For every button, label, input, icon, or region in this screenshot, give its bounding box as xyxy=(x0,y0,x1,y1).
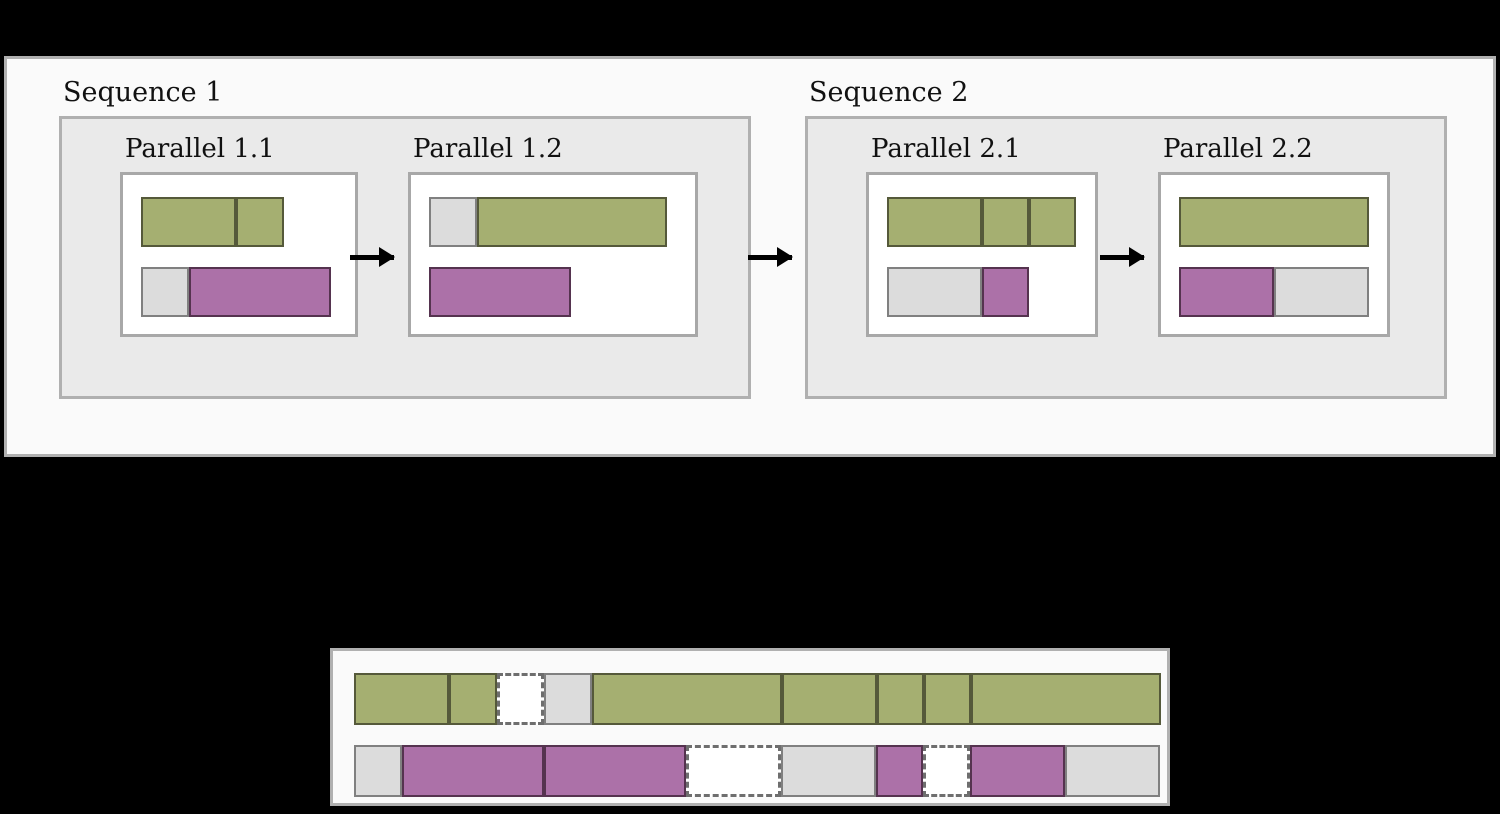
bar-segment[interactable] xyxy=(1274,267,1369,317)
timeline-segment[interactable] xyxy=(924,673,971,725)
parallel-2-2-label: Parallel 2.2 xyxy=(1163,134,1313,164)
arrow-parallel-1-1-to-1-2 xyxy=(350,247,395,267)
bar-segment[interactable] xyxy=(477,197,667,247)
timeline-segment[interactable] xyxy=(402,745,544,797)
sequence-1-box[interactable]: Parallel 1.1 Parallel 1.2 xyxy=(59,116,751,399)
timeline-segment[interactable] xyxy=(1065,745,1160,797)
bar-segment[interactable] xyxy=(982,197,1029,247)
parallel-2-2-green-row xyxy=(1179,197,1369,247)
bar-segment[interactable] xyxy=(236,197,284,247)
timeline-segment[interactable] xyxy=(544,673,592,725)
arrow-parallel-2-1-to-2-2 xyxy=(1100,247,1145,267)
bar-segment[interactable] xyxy=(189,267,331,317)
bar-segment[interactable] xyxy=(887,197,982,247)
timeline-segment[interactable] xyxy=(354,745,402,797)
parallel-1-2-label: Parallel 1.2 xyxy=(413,134,563,164)
bar-segment[interactable] xyxy=(1179,267,1274,317)
bar-segment[interactable] xyxy=(429,197,477,247)
timeline-segment[interactable] xyxy=(354,673,449,725)
parallel-1-1-label: Parallel 1.1 xyxy=(125,134,275,164)
timeline-segment[interactable] xyxy=(449,673,497,725)
timeline-gap-segment[interactable] xyxy=(923,745,970,797)
timeline-segment[interactable] xyxy=(970,745,1065,797)
parallel-group-1-2: Parallel 1.2 xyxy=(408,136,698,351)
parallel-2-1-purple-row xyxy=(887,267,1029,317)
parallel-group-1-1: Parallel 1.1 xyxy=(120,136,358,351)
parallel-1-2-purple-row xyxy=(429,267,571,317)
parallel-1-1-box[interactable] xyxy=(120,172,358,337)
timeline-segment[interactable] xyxy=(544,745,686,797)
timeline-segment[interactable] xyxy=(971,673,1161,725)
parallel-1-1-green-row xyxy=(141,197,284,247)
timeline-segment[interactable] xyxy=(782,673,877,725)
parallel-group-2-2: Parallel 2.2 xyxy=(1158,136,1390,351)
parallel-2-1-label: Parallel 2.1 xyxy=(871,134,1021,164)
timeline-gap-segment[interactable] xyxy=(686,745,781,797)
parallel-2-1-box[interactable] xyxy=(866,172,1098,337)
bar-segment[interactable] xyxy=(887,267,982,317)
timeline-green-row xyxy=(354,673,1161,725)
sequence-group-2: Sequence 2 Parallel 2.1 xyxy=(805,79,1447,429)
timeline-purple-row xyxy=(354,745,1160,797)
timeline-segment[interactable] xyxy=(781,745,876,797)
parallel-1-2-green-row xyxy=(429,197,667,247)
bar-segment[interactable] xyxy=(429,267,571,317)
bar-segment[interactable] xyxy=(141,197,236,247)
parallel-1-2-box[interactable] xyxy=(408,172,698,337)
parallel-group-2-1: Parallel 2.1 xyxy=(866,136,1098,351)
timeline-segment[interactable] xyxy=(877,673,924,725)
bar-segment[interactable] xyxy=(982,267,1029,317)
timeline-segment[interactable] xyxy=(592,673,782,725)
bar-segment[interactable] xyxy=(1179,197,1369,247)
parallel-1-1-purple-row xyxy=(141,267,331,317)
sequence-group-1: Sequence 1 Parallel 1.1 xyxy=(59,79,751,429)
bar-segment[interactable] xyxy=(141,267,189,317)
flattened-schedule-panel xyxy=(330,648,1170,806)
parallel-2-2-purple-row xyxy=(1179,267,1369,317)
timeline-segment[interactable] xyxy=(876,745,923,797)
arrow-sequence-1-to-2 xyxy=(748,247,793,267)
sequence-1-label: Sequence 1 xyxy=(63,77,223,108)
sequence-2-label: Sequence 2 xyxy=(809,77,969,108)
parallel-2-2-box[interactable] xyxy=(1158,172,1390,337)
parallel-2-1-green-row xyxy=(887,197,1076,247)
timeline-gap-segment[interactable] xyxy=(497,673,544,725)
bar-segment[interactable] xyxy=(1029,197,1076,247)
